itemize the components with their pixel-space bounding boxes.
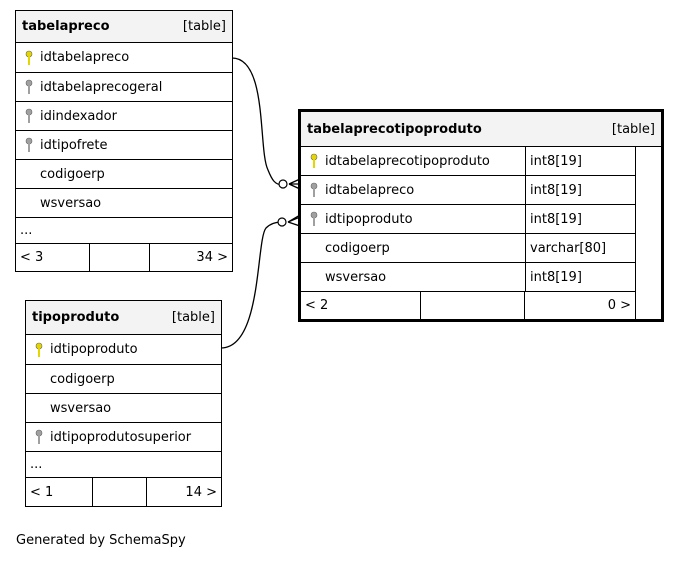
column-name: idtabelaprecogeral [40, 79, 163, 95]
column-row[interactable]: idtipoprodutosuperior [26, 423, 221, 452]
table-footer: < 2 0 > [301, 292, 635, 319]
column-name: idtabelapreco [40, 50, 130, 65]
footer-spacer [90, 244, 150, 271]
column-row[interactable]: idtabelaprecotipoproduto int8[19] [301, 147, 635, 176]
column-name: idindexador [40, 108, 117, 124]
parents-count[interactable]: < 3 [16, 244, 90, 271]
table-tipoproduto[interactable]: tipoproduto [table] idtipoproduto codigoe… [25, 300, 222, 507]
table-tabelaprecotipoproduto[interactable]: tabelaprecotipoproduto [table] idtabelap… [298, 109, 664, 322]
column-cell: codigoerp [16, 160, 105, 188]
column-cell: codigoerp [301, 234, 525, 262]
column-cell: codigoerp [26, 365, 115, 393]
column-type: varchar[80] [525, 234, 635, 262]
key-icon-gray [22, 137, 36, 153]
key-icon-gray [22, 79, 36, 95]
table-kind: [table] [611, 121, 655, 137]
column-row[interactable]: wsversao [26, 394, 221, 423]
column-row[interactable]: idindexador [16, 102, 232, 131]
optional-circle-bottom [277, 217, 287, 227]
table-kind: [table] [171, 310, 215, 325]
table-header[interactable]: tabelapreco [table] [16, 11, 232, 43]
key-icon-yellow [32, 342, 46, 358]
column-name: idtabelaprecotipoproduto [325, 153, 490, 169]
column-cell: idindexador [16, 102, 117, 130]
column-cell: idtabelapreco [16, 43, 129, 72]
column-name: idtipofrete [40, 137, 108, 153]
column-row[interactable]: wsversao [16, 189, 232, 218]
column-row[interactable]: wsversao int8[19] [301, 263, 635, 292]
column-type: int8[19] [525, 176, 635, 204]
column-cell: idtabelaprecogeral [16, 73, 162, 101]
table-name: tabelaprecotipoproduto [307, 121, 482, 137]
table-name: tabelapreco [22, 19, 110, 34]
table-header[interactable]: tabelaprecotipoproduto [table] [301, 112, 661, 147]
table-footer: < 1 14 > [26, 478, 221, 506]
column-row[interactable]: idtipoproduto int8[19] [301, 205, 635, 234]
key-icon-yellow [307, 153, 321, 169]
column-row[interactable]: codigoerp varchar[80] [301, 234, 635, 263]
column-name: wsversao [40, 195, 102, 211]
table-kind: [table] [182, 19, 226, 34]
column-row[interactable]: codigoerp [16, 160, 232, 189]
column-row[interactable]: idtipofrete [16, 131, 232, 160]
footer-spacer [93, 478, 147, 506]
column-cell: idtabelaprecotipoproduto [301, 147, 525, 175]
column-row[interactable]: idtabelapreco int8[19] [301, 176, 635, 205]
column-type: int8[19] [525, 263, 635, 291]
children-count[interactable]: 0 > [607, 298, 631, 313]
column-cell: wsversao [301, 263, 525, 291]
column-name: idtipoproduto [325, 211, 413, 227]
column-cell: idtabelapreco [301, 176, 525, 204]
column-name: codigoerp [40, 166, 105, 182]
column-row[interactable]: codigoerp [26, 365, 221, 394]
column-cell: idtipoproduto [26, 335, 138, 364]
column-cell: idtipofrete [16, 131, 108, 159]
column-name: wsversao [50, 400, 112, 416]
key-icon-yellow [22, 50, 36, 66]
column-name: codigoerp [325, 240, 390, 256]
key-icon-gray [22, 108, 36, 124]
parents-count[interactable]: < 1 [26, 478, 93, 506]
table-name: tipoproduto [32, 310, 120, 325]
more-columns[interactable]: ... [16, 218, 232, 244]
table-side-strip [635, 147, 661, 319]
column-name: wsversao [325, 269, 387, 285]
column-type: int8[19] [525, 205, 635, 233]
column-row[interactable]: idtabelaprecogeral [16, 73, 232, 102]
column-type: int8[19] [525, 147, 635, 175]
column-name: idtipoprodutosuperior [50, 429, 192, 445]
column-name: idtipoproduto [50, 342, 138, 357]
column-list: idtipoproduto codigoerp wsversao idtipoprod… [26, 335, 221, 452]
column-name: idtabelapreco [325, 182, 415, 198]
column-cell: idtipoproduto [301, 205, 525, 233]
parents-count[interactable]: < 2 [301, 292, 421, 319]
column-name: codigoerp [50, 371, 115, 387]
column-cell: idtipoprodutosuperior [26, 423, 191, 451]
children-count[interactable]: 14 > [185, 484, 217, 500]
footer-spacer [421, 292, 525, 319]
generated-by-label: Generated by SchemaSpy [16, 533, 186, 548]
column-row[interactable]: idtipoproduto [26, 335, 221, 365]
key-icon-gray [32, 429, 46, 445]
column-cell: wsversao [16, 189, 101, 217]
table-footer: < 3 34 > [16, 244, 232, 271]
more-columns[interactable]: ... [26, 452, 221, 478]
column-list: idtabelapreco idtabelaprecogeral idindexad… [16, 43, 232, 218]
column-row[interactable]: idtabelapreco [16, 43, 232, 73]
key-icon-gray [307, 211, 321, 227]
table-header[interactable]: tipoproduto [table] [26, 301, 221, 335]
optional-circle-top [278, 179, 288, 189]
children-count[interactable]: 34 > [196, 250, 228, 265]
column-cell: wsversao [26, 394, 111, 422]
key-icon-gray [307, 182, 321, 198]
